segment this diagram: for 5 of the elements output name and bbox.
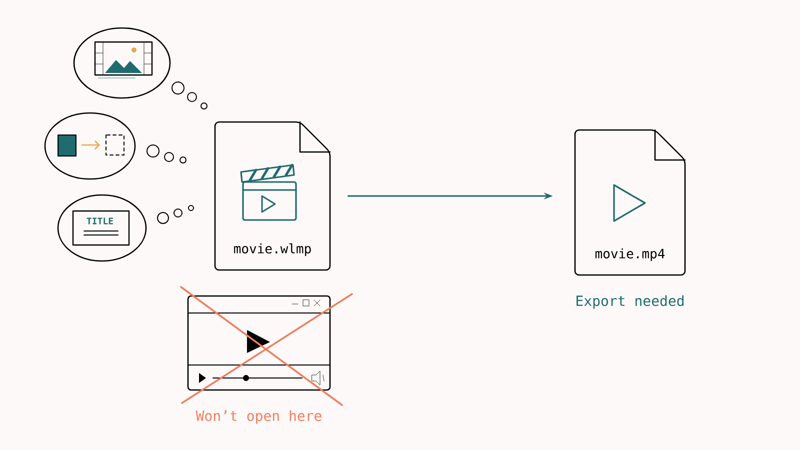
node-label: movie.mp4 [595,248,665,261]
node-label: movie.wlmp [234,243,311,256]
title-text: TITLE [86,218,113,224]
warning-text: Won’t open here [196,410,322,424]
node-label: Export needed [576,295,684,309]
